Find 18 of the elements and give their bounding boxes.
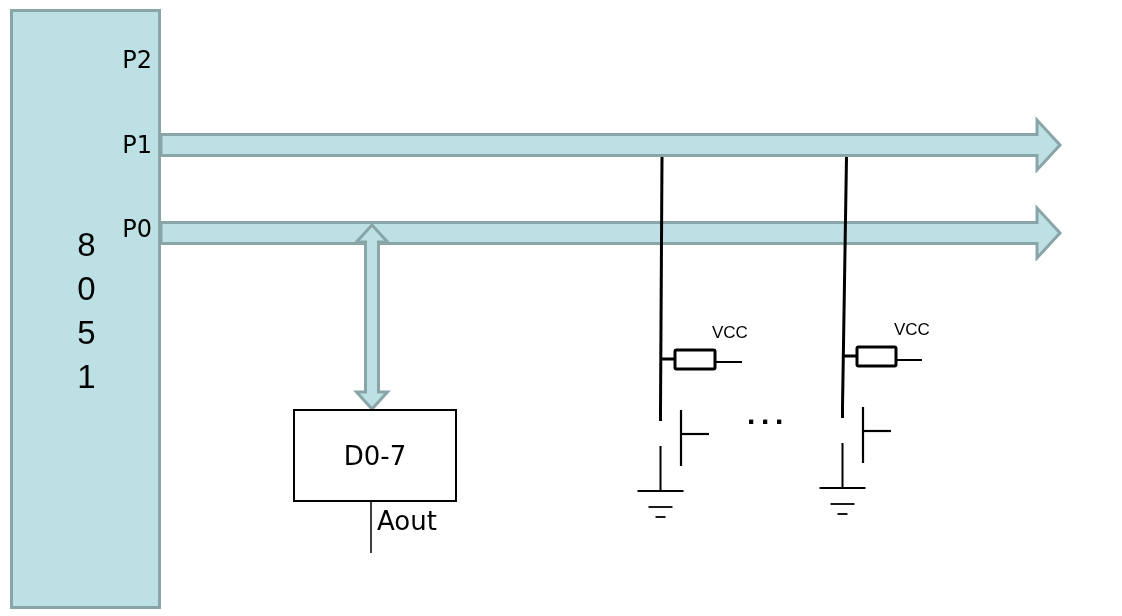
wire <box>370 501 372 554</box>
pin-label: D0-7 <box>343 440 407 471</box>
pin-label: P2 <box>121 46 152 74</box>
push-button-switch <box>659 410 709 491</box>
microcontroller-chip <box>10 9 161 609</box>
bus-arrow <box>159 204 1063 262</box>
pin-label: P1 <box>121 131 152 159</box>
push-button-switch <box>841 407 891 488</box>
wire <box>659 157 664 410</box>
ellipsis: ... <box>747 399 790 429</box>
dac-block <box>293 409 457 502</box>
supply-label: VCC <box>894 320 930 340</box>
bus-arrow <box>353 222 391 412</box>
bus-arrow <box>159 116 1063 174</box>
pin-label: P0 <box>121 215 152 243</box>
chip-label: 8051 <box>76 225 97 397</box>
supply-label: VCC <box>712 323 748 343</box>
wire <box>841 156 848 408</box>
